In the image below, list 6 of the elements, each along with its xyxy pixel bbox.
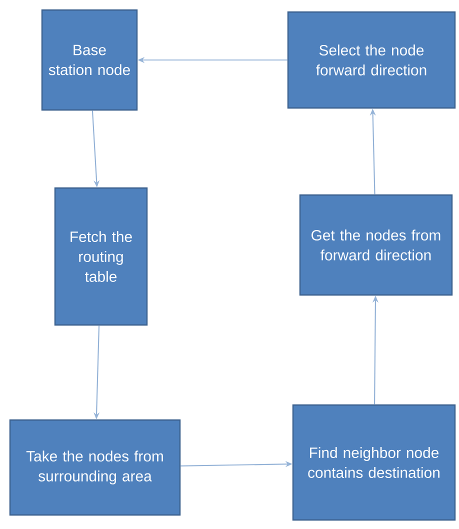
process-box: Take the nodes from surrounding area xyxy=(9,419,181,516)
process-box: Get the nodes from forward direction xyxy=(299,194,453,296)
process-box: Fetch the routing table xyxy=(54,187,148,326)
process-box: Base station node xyxy=(41,9,138,111)
process-box: Select the node forward direction xyxy=(287,11,456,109)
process-box: Find neighbor node contains destination xyxy=(292,404,456,521)
